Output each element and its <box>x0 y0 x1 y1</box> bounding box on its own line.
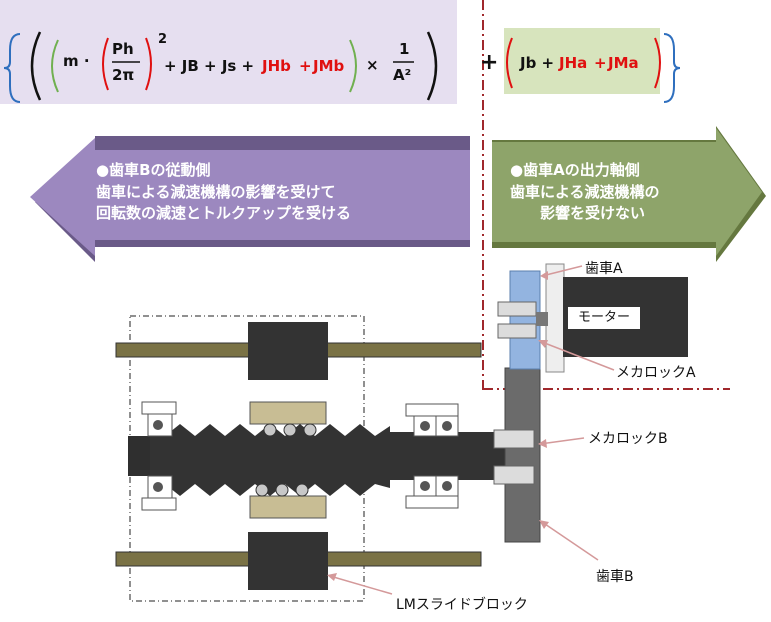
label-mechalock-b: メカロックB <box>588 431 668 447</box>
ball <box>275 483 289 497</box>
motor-shaft <box>536 312 548 326</box>
formula-jha: JHa <box>559 54 588 72</box>
screw-thread <box>150 424 390 496</box>
formula-exponent: 2 <box>158 32 168 47</box>
left-arrow <box>30 138 470 256</box>
leader-mechalock-b-head <box>538 439 547 448</box>
formula-left-box <box>0 0 457 104</box>
ball <box>303 423 317 437</box>
label-mechalock-a: メカロックA <box>616 365 696 381</box>
lm-block-top <box>248 322 328 380</box>
red-left-paren-2 <box>506 37 513 89</box>
formula-m: m · <box>63 52 90 70</box>
red-right-paren <box>145 37 152 91</box>
ball <box>283 423 297 437</box>
outer-right-paren <box>426 31 438 101</box>
right-arrow <box>492 128 762 256</box>
formula-a-squared: A² <box>393 66 412 84</box>
left-arrow-line-2: 回転数の減速とトルクアップを受ける <box>96 204 352 222</box>
leader-gear-a-head <box>540 271 548 280</box>
formula-times: × <box>366 56 379 74</box>
formula-plus-1: + <box>299 57 312 75</box>
left-bearing-plate-bottom <box>141 497 177 511</box>
label-gear-b: 歯車B <box>596 569 634 585</box>
right-bearing-plate-top <box>405 403 459 417</box>
right-bearing-ball <box>442 421 452 431</box>
formula-jhb: JHb <box>262 57 291 75</box>
label-motor: モーター <box>568 307 640 329</box>
left-arrow-title: ●歯車Bの従動側 <box>96 161 211 179</box>
right-bearing-ball <box>420 481 430 491</box>
mechalock-a-bottom <box>497 323 537 339</box>
red-right-paren-2 <box>654 37 661 89</box>
formula-plus-2: + <box>594 54 607 72</box>
gear-a <box>509 270 541 370</box>
leader-mechalock-a-head <box>538 340 548 348</box>
right-arrow-line-1: 歯車による減速機構の <box>510 183 660 201</box>
leader-gear-b-head <box>539 520 549 529</box>
outer-left-paren <box>30 31 42 101</box>
green-right-paren <box>349 39 357 93</box>
ball <box>263 423 277 437</box>
gear-b <box>504 367 541 543</box>
formula-two-pi: 2π <box>112 66 135 84</box>
formula-jb-js: + JB + Js + <box>164 57 255 75</box>
outer-right-brace <box>663 33 681 103</box>
leader-lm-block-head <box>327 573 337 581</box>
formula-jmb: JMb <box>313 57 345 75</box>
nut-housing-top <box>249 401 327 425</box>
formula-big-plus: + <box>480 50 499 75</box>
left-bearing-ball-bottom <box>153 482 163 492</box>
ball <box>295 483 309 497</box>
leader-gear-b <box>541 521 599 561</box>
green-left-paren <box>51 39 59 93</box>
leader-lm-block <box>329 575 393 595</box>
formula-one: 1 <box>399 40 410 58</box>
leader-mechalock-a <box>541 341 615 371</box>
right-bearing-plate-bottom <box>405 495 459 509</box>
left-arrow-line-1: 歯車による減速機構の影響を受けて <box>96 183 336 201</box>
red-left-paren <box>102 37 109 91</box>
nut-housing-bottom <box>249 495 327 519</box>
left-bearing-ball-top <box>153 420 163 430</box>
lm-frame <box>129 315 365 602</box>
right-bearing-ball <box>442 481 452 491</box>
lm-block-bottom <box>248 532 328 590</box>
mechalock-a-top <box>497 301 537 317</box>
ball <box>255 483 269 497</box>
mechalock-b-top <box>493 429 535 449</box>
formula-jb: Jb + <box>520 54 555 72</box>
leader-gear-a <box>541 265 583 277</box>
formula-right-box <box>504 28 660 94</box>
formula-jma: JMa <box>608 54 639 72</box>
leader-mechalock-b <box>539 437 585 445</box>
right-arrow-title: ●歯車Aの出力軸側 <box>510 161 640 179</box>
right-arrow-line-2: 影響を受けない <box>540 204 646 222</box>
outer-left-brace <box>3 33 21 103</box>
label-lm-block: LMスライドブロック <box>396 597 528 613</box>
right-bearing-ball <box>420 421 430 431</box>
formula-ph: Ph <box>112 40 134 58</box>
motor-flange <box>545 263 565 373</box>
left-bearing-plate-top <box>141 401 177 415</box>
label-gear-a: 歯車A <box>585 261 623 277</box>
mechalock-b-bottom <box>493 465 535 485</box>
